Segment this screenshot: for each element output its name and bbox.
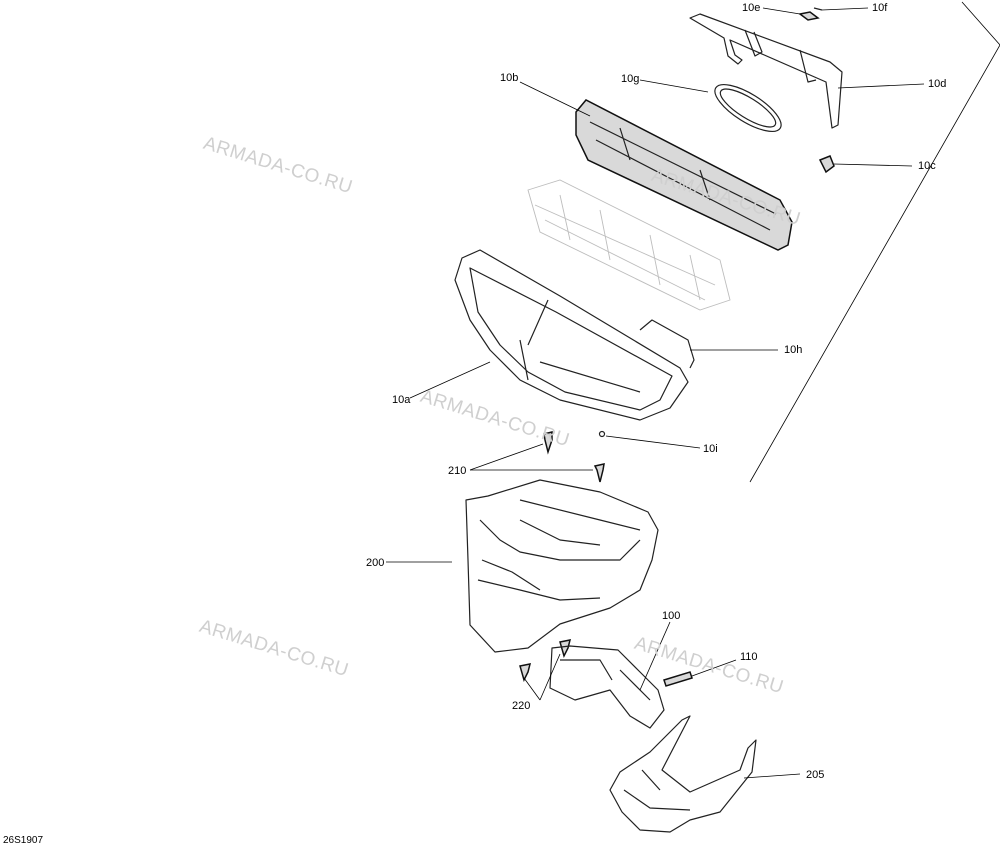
part-210-screw-a <box>543 431 553 455</box>
part-10e-clip <box>798 11 820 21</box>
part-200-lower-housing <box>465 479 659 653</box>
assembly-boundary-line <box>749 1 1000 483</box>
part-220-screw-b <box>559 639 572 659</box>
callout-10d: 10d <box>928 78 947 90</box>
callout-10f: 10f <box>872 2 888 14</box>
callout-10c: 10c <box>918 160 936 172</box>
callout-10a: 10a <box>392 394 411 406</box>
callout-210: 210 <box>448 465 467 477</box>
part-10g-gasket <box>714 84 782 132</box>
part-10i-plug <box>598 430 606 438</box>
part-100-bracket <box>549 645 665 729</box>
part-210-screw-b <box>593 463 605 483</box>
callout-10g: 10g <box>621 73 640 85</box>
part-10f-screw <box>813 7 823 11</box>
part-205-frame <box>609 715 757 833</box>
callout-10e: 10e <box>742 2 761 14</box>
part-10a-bezel <box>454 249 689 421</box>
part-10c-fastener <box>818 155 835 174</box>
callout-10h: 10h <box>784 344 803 356</box>
callout-10b: 10b <box>500 72 519 84</box>
leader-lines <box>386 7 925 779</box>
callout-100: 100 <box>662 610 681 622</box>
part-10b-gauge-housing <box>575 99 793 251</box>
callout-10i: 10i <box>703 443 718 455</box>
part-10h-wire-clip <box>639 319 695 369</box>
figure-code: 26S1907 <box>3 835 44 846</box>
part-110-bolt <box>663 671 693 687</box>
callout-110: 110 <box>740 651 758 663</box>
callout-220: 220 <box>512 700 531 712</box>
callout-200: 200 <box>366 557 385 569</box>
part-220-screw-a <box>519 663 532 683</box>
part-10d-bracket <box>689 13 843 129</box>
ghost-cluster-outline <box>527 179 731 311</box>
callout-205: 205 <box>806 769 825 781</box>
